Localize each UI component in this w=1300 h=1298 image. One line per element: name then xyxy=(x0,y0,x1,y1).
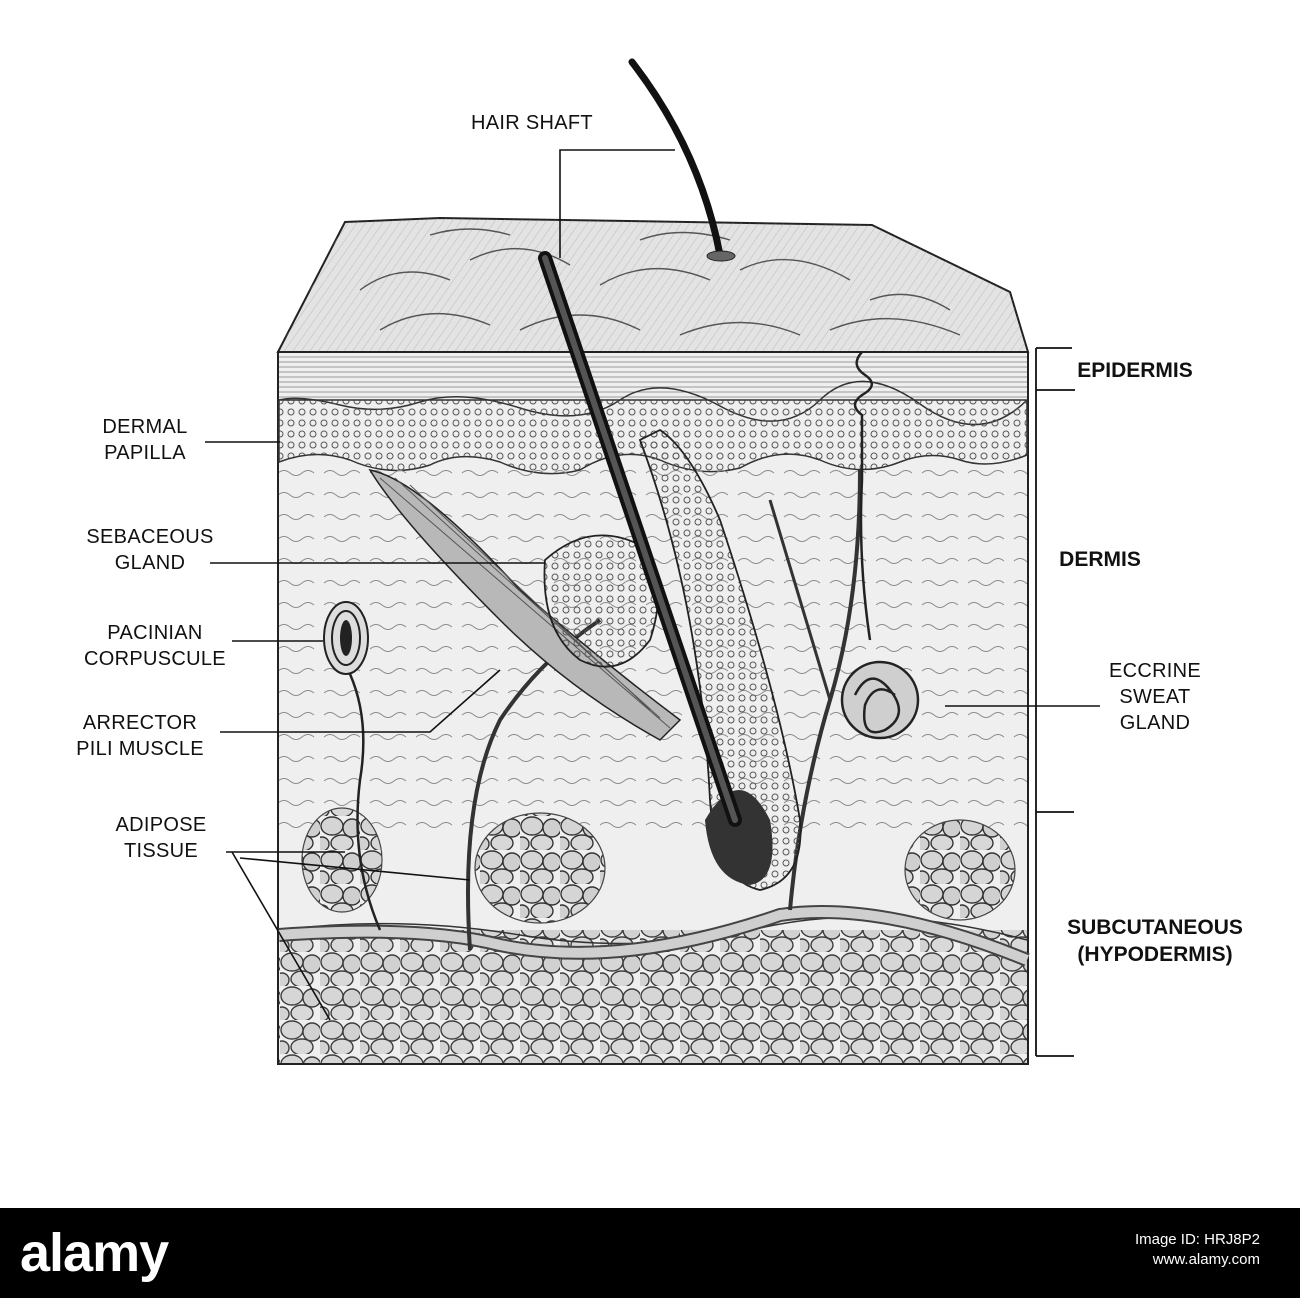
label-line: TISSUE xyxy=(123,840,199,862)
label-line: GLAND xyxy=(1119,712,1191,734)
layer-brackets xyxy=(1035,347,1075,1057)
sebaceous-gland xyxy=(543,534,659,668)
adipose-tissue-leader xyxy=(226,851,471,1021)
label-line: PACINIAN xyxy=(107,622,203,644)
layer-text: SUBCUTANEOUS xyxy=(1067,916,1243,939)
label-adipose-tissue: ADIPOSE TISSUE xyxy=(86,812,236,864)
label-line: GLAND xyxy=(114,552,186,574)
image-id: Image ID: HRJ8P2 xyxy=(1134,1231,1260,1248)
eccrine-sweat-gland xyxy=(840,351,920,740)
layer-label-dermis: DERMIS xyxy=(1040,546,1160,573)
layer-text: DERMIS xyxy=(1059,548,1141,571)
leader-lines xyxy=(205,149,1100,1021)
label-dermal-papilla: DERMAL PAPILLA xyxy=(70,414,220,466)
layer-label-epidermis: EPIDERMIS xyxy=(1050,357,1220,384)
alamy-logo: alamy xyxy=(20,1223,169,1283)
label-arrector-pili-muscle: ARRECTOR PILI MUSCLE xyxy=(40,710,240,762)
label-sebaceous-gland: SEBACEOUS GLAND xyxy=(60,524,240,576)
label-line: DERMAL xyxy=(102,416,188,438)
watermark-footer: alamy Image ID: HRJ8P2 www.alamy.com xyxy=(0,1208,1300,1298)
layer-label-subcutaneous: SUBCUTANEOUS (HYPODERMIS) xyxy=(1040,914,1270,968)
adipose-clusters xyxy=(301,807,1016,924)
label-line: CORPUSCULE xyxy=(84,648,226,670)
label-hair-shaft-text: HAIR SHAFT xyxy=(471,112,593,134)
label-line: PILI MUSCLE xyxy=(76,738,204,760)
layer-text: (HYPODERMIS) xyxy=(1077,943,1233,966)
hair-shaft-leader xyxy=(559,149,675,258)
image-id-block: Image ID: HRJ8P2 www.alamy.com xyxy=(1135,1230,1260,1270)
label-line: PAPILLA xyxy=(104,442,186,464)
hair-follicle xyxy=(538,58,802,891)
skin-cross-section-diagram xyxy=(205,58,1100,1065)
label-pacinian-corpuscle: PACINIAN CORPUSCULE xyxy=(55,620,255,672)
label-line: ADIPOSE xyxy=(115,814,207,836)
label-line: ECCRINE xyxy=(1108,660,1202,682)
skin-surface xyxy=(276,216,1030,353)
label-line: SEBACEOUS xyxy=(86,526,214,548)
arrector-pili-leader xyxy=(220,669,501,733)
label-hair-shaft: HAIR SHAFT xyxy=(452,110,612,136)
pacinian-corpuscle xyxy=(323,601,382,931)
layer-text: EPIDERMIS xyxy=(1077,359,1193,382)
site-url: www.alamy.com xyxy=(1152,1251,1260,1268)
arrector-pili-muscle xyxy=(368,468,682,741)
label-line: ARRECTOR xyxy=(82,712,198,734)
label-line: SWEAT xyxy=(1119,686,1191,708)
label-eccrine-sweat-gland: ECCRINE SWEAT GLAND xyxy=(1080,658,1230,736)
